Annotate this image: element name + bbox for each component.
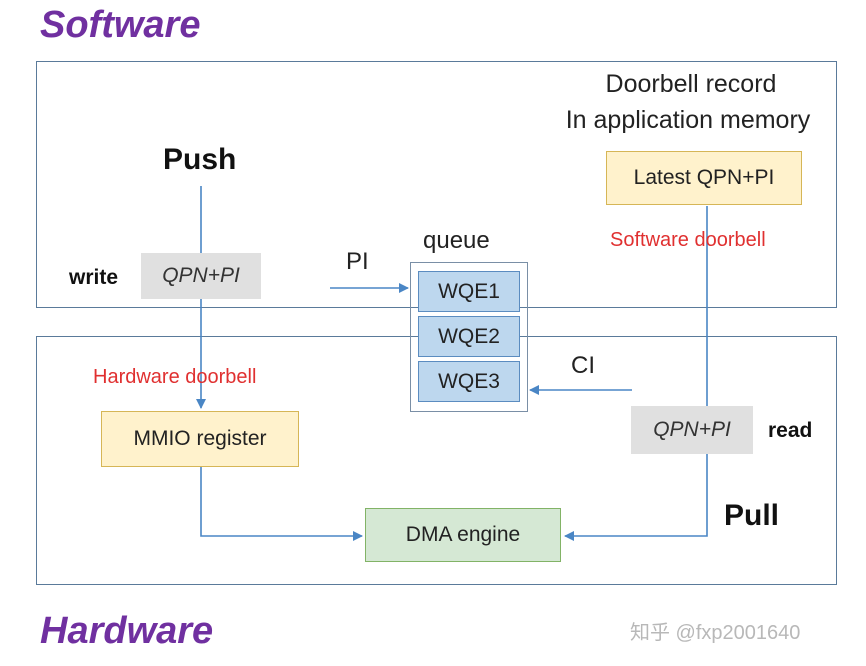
doorbell-record-label-line1: Doorbell record xyxy=(605,70,777,98)
dma-engine-box: DMA engine xyxy=(365,508,561,562)
push-label: Push xyxy=(163,143,237,176)
mmio-to-dma-arrow xyxy=(200,467,363,541)
software-region-title: Software xyxy=(40,4,201,46)
queue-label: queue xyxy=(423,227,490,254)
hardware-doorbell-label: Hardware doorbell xyxy=(93,366,257,388)
write-label: write xyxy=(69,266,119,289)
ci-label: CI xyxy=(571,352,595,379)
read-label: read xyxy=(768,419,813,442)
queue-item-wqe1: WQE1 xyxy=(418,271,520,312)
qpn-pi-read-box: QPN+PI xyxy=(631,406,753,454)
latest-qpn-pi-box: Latest QPN+PI xyxy=(606,151,802,205)
queue-item-wqe3: WQE3 xyxy=(418,361,520,402)
hardware-region-title: Hardware xyxy=(40,610,214,652)
queue-item-wqe2: WQE2 xyxy=(418,316,520,357)
doorbell-record-label-line2: In application memory xyxy=(565,106,811,134)
pull-label: Pull xyxy=(724,499,780,532)
queue-frame xyxy=(410,262,528,412)
qpn-pi-write-box: QPN+PI xyxy=(141,253,261,299)
pi-label: PI xyxy=(346,248,369,275)
watermark: 知乎 @fxp2001640 xyxy=(630,622,801,644)
mmio-register-box: MMIO register xyxy=(101,411,299,467)
pull-arrow xyxy=(564,206,708,541)
software-doorbell-label: Software doorbell xyxy=(610,229,766,251)
